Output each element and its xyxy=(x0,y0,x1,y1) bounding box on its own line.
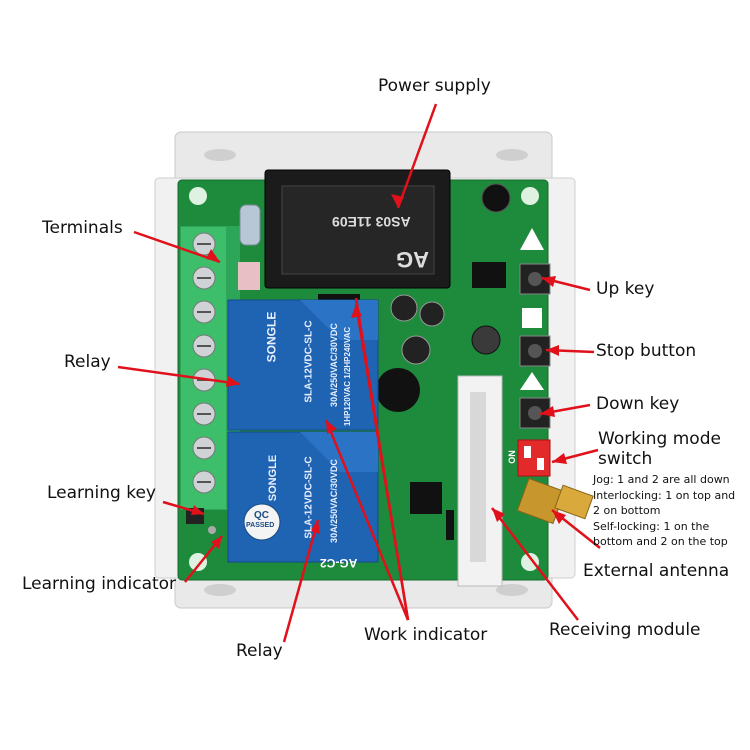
label-working-mode-1: Working mode xyxy=(598,429,721,449)
label-stop-button: Stop button xyxy=(596,341,697,361)
label-learning-key: Learning key xyxy=(47,483,156,503)
relay-model-top: SLA-12VDC-SL-C xyxy=(303,320,315,403)
working-mode-notes: Jog: 1 and 2 are all down Interlocking: … xyxy=(593,472,743,550)
relay-1 xyxy=(227,299,379,431)
board-model: AG-C2 xyxy=(320,556,358,570)
stop-key-switch xyxy=(519,335,551,367)
receiving-module-board xyxy=(457,375,503,587)
relay-brand-bottom: SONGLE xyxy=(267,454,280,502)
power-supply-module xyxy=(264,169,451,289)
label-work-indicator: Work indicator xyxy=(364,625,488,645)
label-relay-top: Relay xyxy=(64,352,111,372)
note-line: Self-locking: 1 on the xyxy=(593,519,710,533)
pointer-lines xyxy=(117,103,601,643)
label-receiving-module: Receiving module xyxy=(549,620,701,640)
note-line: 2 on bottom xyxy=(593,504,661,517)
dip-switch xyxy=(517,439,551,477)
label-learning-indicator: Learning indicator xyxy=(22,574,177,594)
note-line: bottom and 2 on the top xyxy=(593,535,728,548)
power-module-model: AS03 11E09 xyxy=(332,214,411,230)
label-working-mode-2: switch xyxy=(598,449,653,469)
qc-badge-line1: QC xyxy=(254,510,269,521)
pointer-arrowheads xyxy=(191,194,567,549)
label-relay-bottom: Relay xyxy=(236,641,283,661)
label-down-key: Down key xyxy=(596,394,680,414)
label-power-supply: Power supply xyxy=(378,76,491,96)
relay-rating2-top: 1HP120VAC 1/2HP240VAC xyxy=(343,326,353,427)
learning-indicator-led xyxy=(208,526,216,534)
qc-badge-line2: PASSED xyxy=(246,522,275,529)
note-line: Jog: 1 and 2 are all down xyxy=(593,473,730,486)
relay-rating-bottom: 30A/250VAC/30VDC xyxy=(328,459,339,543)
note-line: Interlocking: 1 on top and xyxy=(593,488,736,502)
relay-rating-top: 30A/250VAC/30VDC xyxy=(328,323,339,407)
relay-model-bottom: SLA-12VDC-SL-C xyxy=(303,456,315,539)
label-up-key: Up key xyxy=(596,279,655,299)
terminal-block xyxy=(179,225,240,511)
relay-brand-top: SONGLE xyxy=(264,311,279,363)
power-module-brand: AG xyxy=(396,247,429,272)
dip-on-label: ON xyxy=(506,450,517,464)
label-terminals: Terminals xyxy=(42,218,123,238)
label-external-antenna: External antenna xyxy=(583,561,730,581)
